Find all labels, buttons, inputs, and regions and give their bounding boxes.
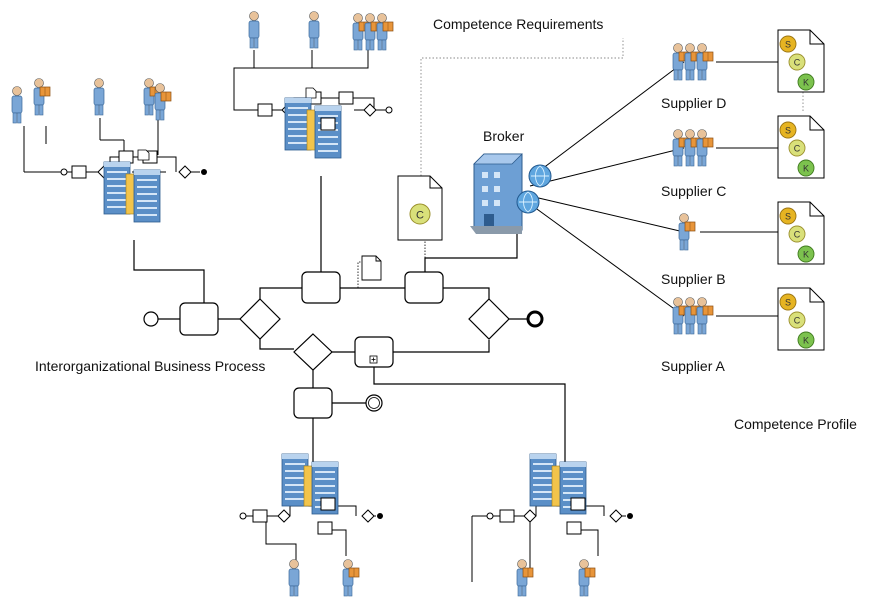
profile-badge-c: [788, 225, 806, 243]
profile-badge-c: [788, 139, 806, 157]
profile-badge-s: [779, 207, 797, 225]
package-carrier-icon: [579, 560, 595, 597]
interorganizational-process-label: Interorganizational Business Process: [35, 358, 266, 374]
package-carrier-icon: [343, 560, 359, 597]
package-carrier-icon: [155, 84, 171, 121]
profile-badge-label: C: [794, 316, 801, 326]
profile-badge-label: C: [794, 58, 801, 68]
profile-badge-k: [797, 159, 815, 177]
supplier-label: Supplier A: [661, 358, 725, 374]
profile-badge-label: K: [803, 336, 809, 346]
profile-badge-label: S: [785, 126, 791, 136]
competence-requirements-document: C: [397, 38, 624, 258]
message-document-icon: [357, 255, 382, 288]
person-icon: [93, 78, 105, 116]
competence-profile-document: SCK: [777, 29, 825, 93]
profile-badge-label: K: [803, 250, 809, 260]
profile-badge-s: [779, 35, 797, 53]
supplier-c-carriers: [673, 130, 778, 167]
broker-building-icon: [470, 61, 685, 317]
competence-profile-label: Competence Profile: [734, 416, 857, 432]
competence-profile-document: SCK: [777, 287, 825, 351]
organisation-bottom-right: [471, 454, 633, 597]
requirement-badge-c: C: [416, 210, 424, 222]
competence-profile-document: SCK: [777, 201, 825, 265]
package-carrier-icon: [34, 79, 50, 116]
profile-badge-label: C: [794, 230, 801, 240]
profile-badge-label: S: [785, 298, 791, 308]
supplier-label: Supplier D: [661, 95, 727, 111]
package-carrier-icon: [377, 14, 393, 51]
broker-label: Broker: [483, 128, 525, 144]
profile-badge-label: K: [803, 78, 809, 88]
supplier-label: Supplier C: [661, 183, 727, 199]
package-carrier-icon: [517, 560, 533, 597]
profile-badge-k: [797, 245, 815, 263]
supplier-a-carriers: [673, 298, 778, 335]
profile-badge-label: C: [794, 144, 801, 154]
supplier-d-carriers: [673, 44, 778, 81]
organisation-top-left: [11, 78, 207, 223]
main-process: [133, 176, 566, 462]
person-icon: [11, 86, 23, 124]
profile-badge-k: [797, 331, 815, 349]
organisation-bottom-left: [239, 454, 383, 597]
supplier-b-carriers: [679, 214, 778, 251]
profile-badge-c: [788, 311, 806, 329]
competence-requirements-label: Competence Requirements: [433, 16, 604, 32]
profile-badge-c: [788, 53, 806, 71]
competence-profile-document: SCK: [777, 115, 825, 179]
organisation-top-middle: [233, 11, 393, 159]
person-icon: [288, 559, 300, 597]
profile-badge-s: [779, 293, 797, 311]
profile-badge-s: [779, 121, 797, 139]
person-icon: [308, 11, 320, 49]
profile-badge-label: K: [803, 164, 809, 174]
person-icon: [248, 11, 260, 49]
profile-badge-k: [797, 73, 815, 91]
profile-badge-label: S: [785, 40, 791, 50]
supplier-label: Supplier B: [661, 271, 726, 287]
profile-badge-label: S: [785, 212, 791, 222]
